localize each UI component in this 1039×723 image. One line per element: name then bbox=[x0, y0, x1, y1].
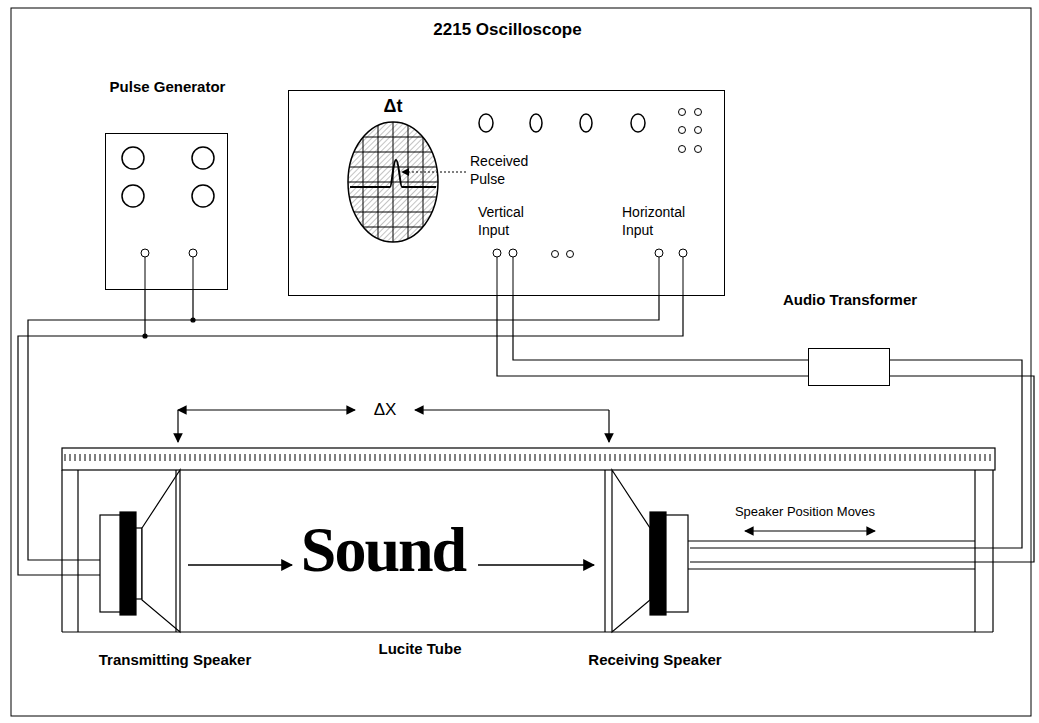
pulse-generator-controls bbox=[122, 147, 214, 290]
part-label: ΔX bbox=[360, 399, 410, 420]
signal-wire bbox=[497, 296, 808, 377]
instrument-title: Pulse Generator bbox=[94, 78, 241, 97]
part-label: Transmitting Speaker bbox=[70, 651, 280, 670]
sound-arrows bbox=[188, 531, 875, 565]
part-label: Δt bbox=[363, 95, 423, 118]
signal-wire bbox=[193, 290, 659, 321]
receiving-speaker-symbol bbox=[605, 470, 975, 632]
part-label: Vertical Input bbox=[478, 204, 548, 239]
instrument-title: 2215 Oscilloscope bbox=[289, 19, 726, 40]
outer-frame bbox=[11, 8, 1031, 716]
instrument-box: 2215 Oscilloscope bbox=[288, 90, 725, 296]
signal-wire bbox=[145, 290, 683, 337]
transmitting-speaker-symbol bbox=[100, 470, 180, 632]
signal-wire bbox=[513, 296, 808, 361]
instrument-title: Audio Transformer bbox=[777, 291, 923, 310]
pulse-trace bbox=[350, 160, 436, 187]
part-label: Speaker Position Moves bbox=[715, 504, 895, 520]
instrument-box: Audio Transformer bbox=[808, 348, 890, 386]
part-label: Horizontal Input bbox=[622, 204, 704, 239]
part-label: Received Pulse bbox=[470, 153, 548, 188]
instrument-box: Pulse Generator bbox=[105, 133, 228, 290]
part-label: Receiving Speaker bbox=[560, 651, 750, 670]
leader-line bbox=[402, 172, 466, 173]
oscilloscope-controls bbox=[348, 109, 702, 297]
part-label: Lucite Tube bbox=[350, 640, 490, 659]
lucite-tube bbox=[62, 448, 995, 632]
part-label: Sound bbox=[275, 518, 491, 582]
